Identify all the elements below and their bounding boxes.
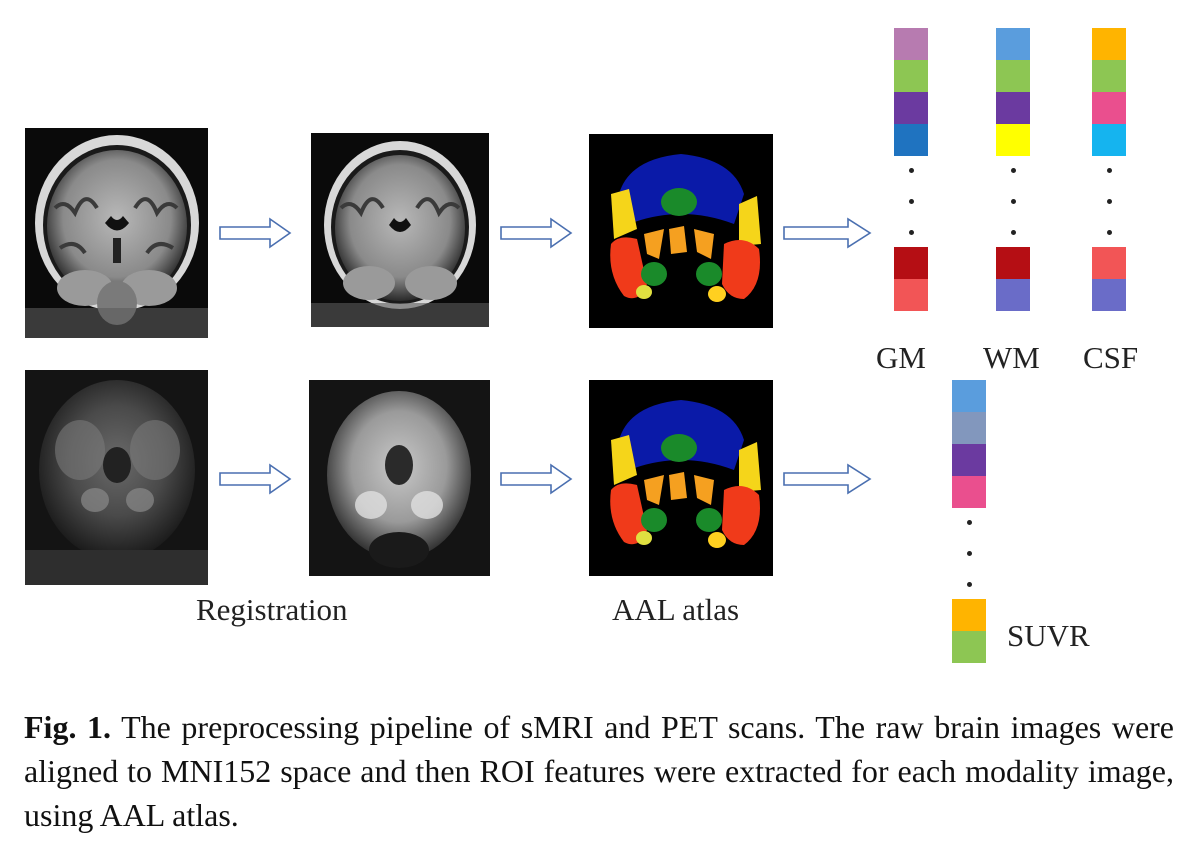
- wm-feature-cell: [996, 124, 1030, 156]
- csf-feature-cell: [1092, 92, 1126, 124]
- gm-ellipsis: [894, 168, 928, 261]
- pet-registered-scan: [309, 380, 490, 576]
- suvr-feature-cell: [952, 412, 986, 444]
- gm-feature-bar-bottom: [894, 247, 928, 311]
- smri-registered-scan: [311, 133, 489, 327]
- csf-feature-cell: [1092, 279, 1126, 311]
- smri-raw-scan: [25, 128, 208, 338]
- arrow-right-icon: [218, 216, 292, 255]
- arrow-right-icon: [499, 462, 573, 501]
- wm-feature-cell: [996, 28, 1030, 60]
- pet-raw-scan: [25, 370, 208, 585]
- gm-feature-cell: [894, 247, 928, 279]
- aal-atlas-image-smri: [589, 134, 773, 328]
- arrow-right-icon: [218, 462, 292, 501]
- suvr-feature-cell: [952, 444, 986, 476]
- gm-feature-cell: [894, 124, 928, 156]
- aal-atlas-label: AAL atlas: [612, 592, 740, 627]
- wm-feature-bar-top: [996, 28, 1030, 156]
- gm-feature-cell: [894, 28, 928, 60]
- suvr-feature-cell: [952, 380, 986, 412]
- wm-feature-cell: [996, 60, 1030, 92]
- wm-feature-cell: [996, 279, 1030, 311]
- csf-feature-cell: [1092, 60, 1126, 92]
- suvr-feature-bar-bottom: [952, 599, 986, 663]
- gm-feature-cell: [894, 60, 928, 92]
- csf-ellipsis: [1092, 168, 1126, 261]
- csf-feature-cell: [1092, 124, 1126, 156]
- wm-feature-cell: [996, 247, 1030, 279]
- gm-feature-bar-top: [894, 28, 928, 156]
- suvr-label: SUVR: [1007, 618, 1090, 653]
- suvr-feature-cell: [952, 476, 986, 508]
- wm-ellipsis: [996, 168, 1030, 261]
- csf-feature-bar-bottom: [1092, 247, 1126, 311]
- suvr-feature-cell: [952, 631, 986, 663]
- aal-atlas-image-pet: [589, 380, 773, 576]
- suvr-feature-bar-top: [952, 380, 986, 508]
- arrow-right-icon: [782, 462, 872, 501]
- wm-feature-bar-bottom: [996, 247, 1030, 311]
- figure: GM WM CSF: [25, 28, 1139, 663]
- gm-feature-cell: [894, 279, 928, 311]
- arrow-right-icon: [499, 216, 573, 255]
- gm-label: GM: [876, 340, 926, 375]
- csf-label: CSF: [1083, 340, 1139, 375]
- caption-text: The preprocessing pipeline of sMRI and P…: [24, 709, 1175, 833]
- suvr-ellipsis: [952, 520, 986, 613]
- wm-feature-cell: [996, 92, 1030, 124]
- figure-number: Fig. 1.: [24, 709, 112, 745]
- arrow-right-icon: [782, 216, 872, 255]
- wm-label: WM: [983, 340, 1040, 375]
- suvr-feature-cell: [952, 599, 986, 631]
- gm-feature-cell: [894, 92, 928, 124]
- csf-feature-bar-top: [1092, 28, 1126, 156]
- registration-label: Registration: [196, 592, 348, 627]
- figure-caption: Fig. 1. The preprocessing pipeline of sM…: [24, 705, 1174, 837]
- csf-feature-cell: [1092, 247, 1126, 279]
- csf-feature-cell: [1092, 28, 1126, 60]
